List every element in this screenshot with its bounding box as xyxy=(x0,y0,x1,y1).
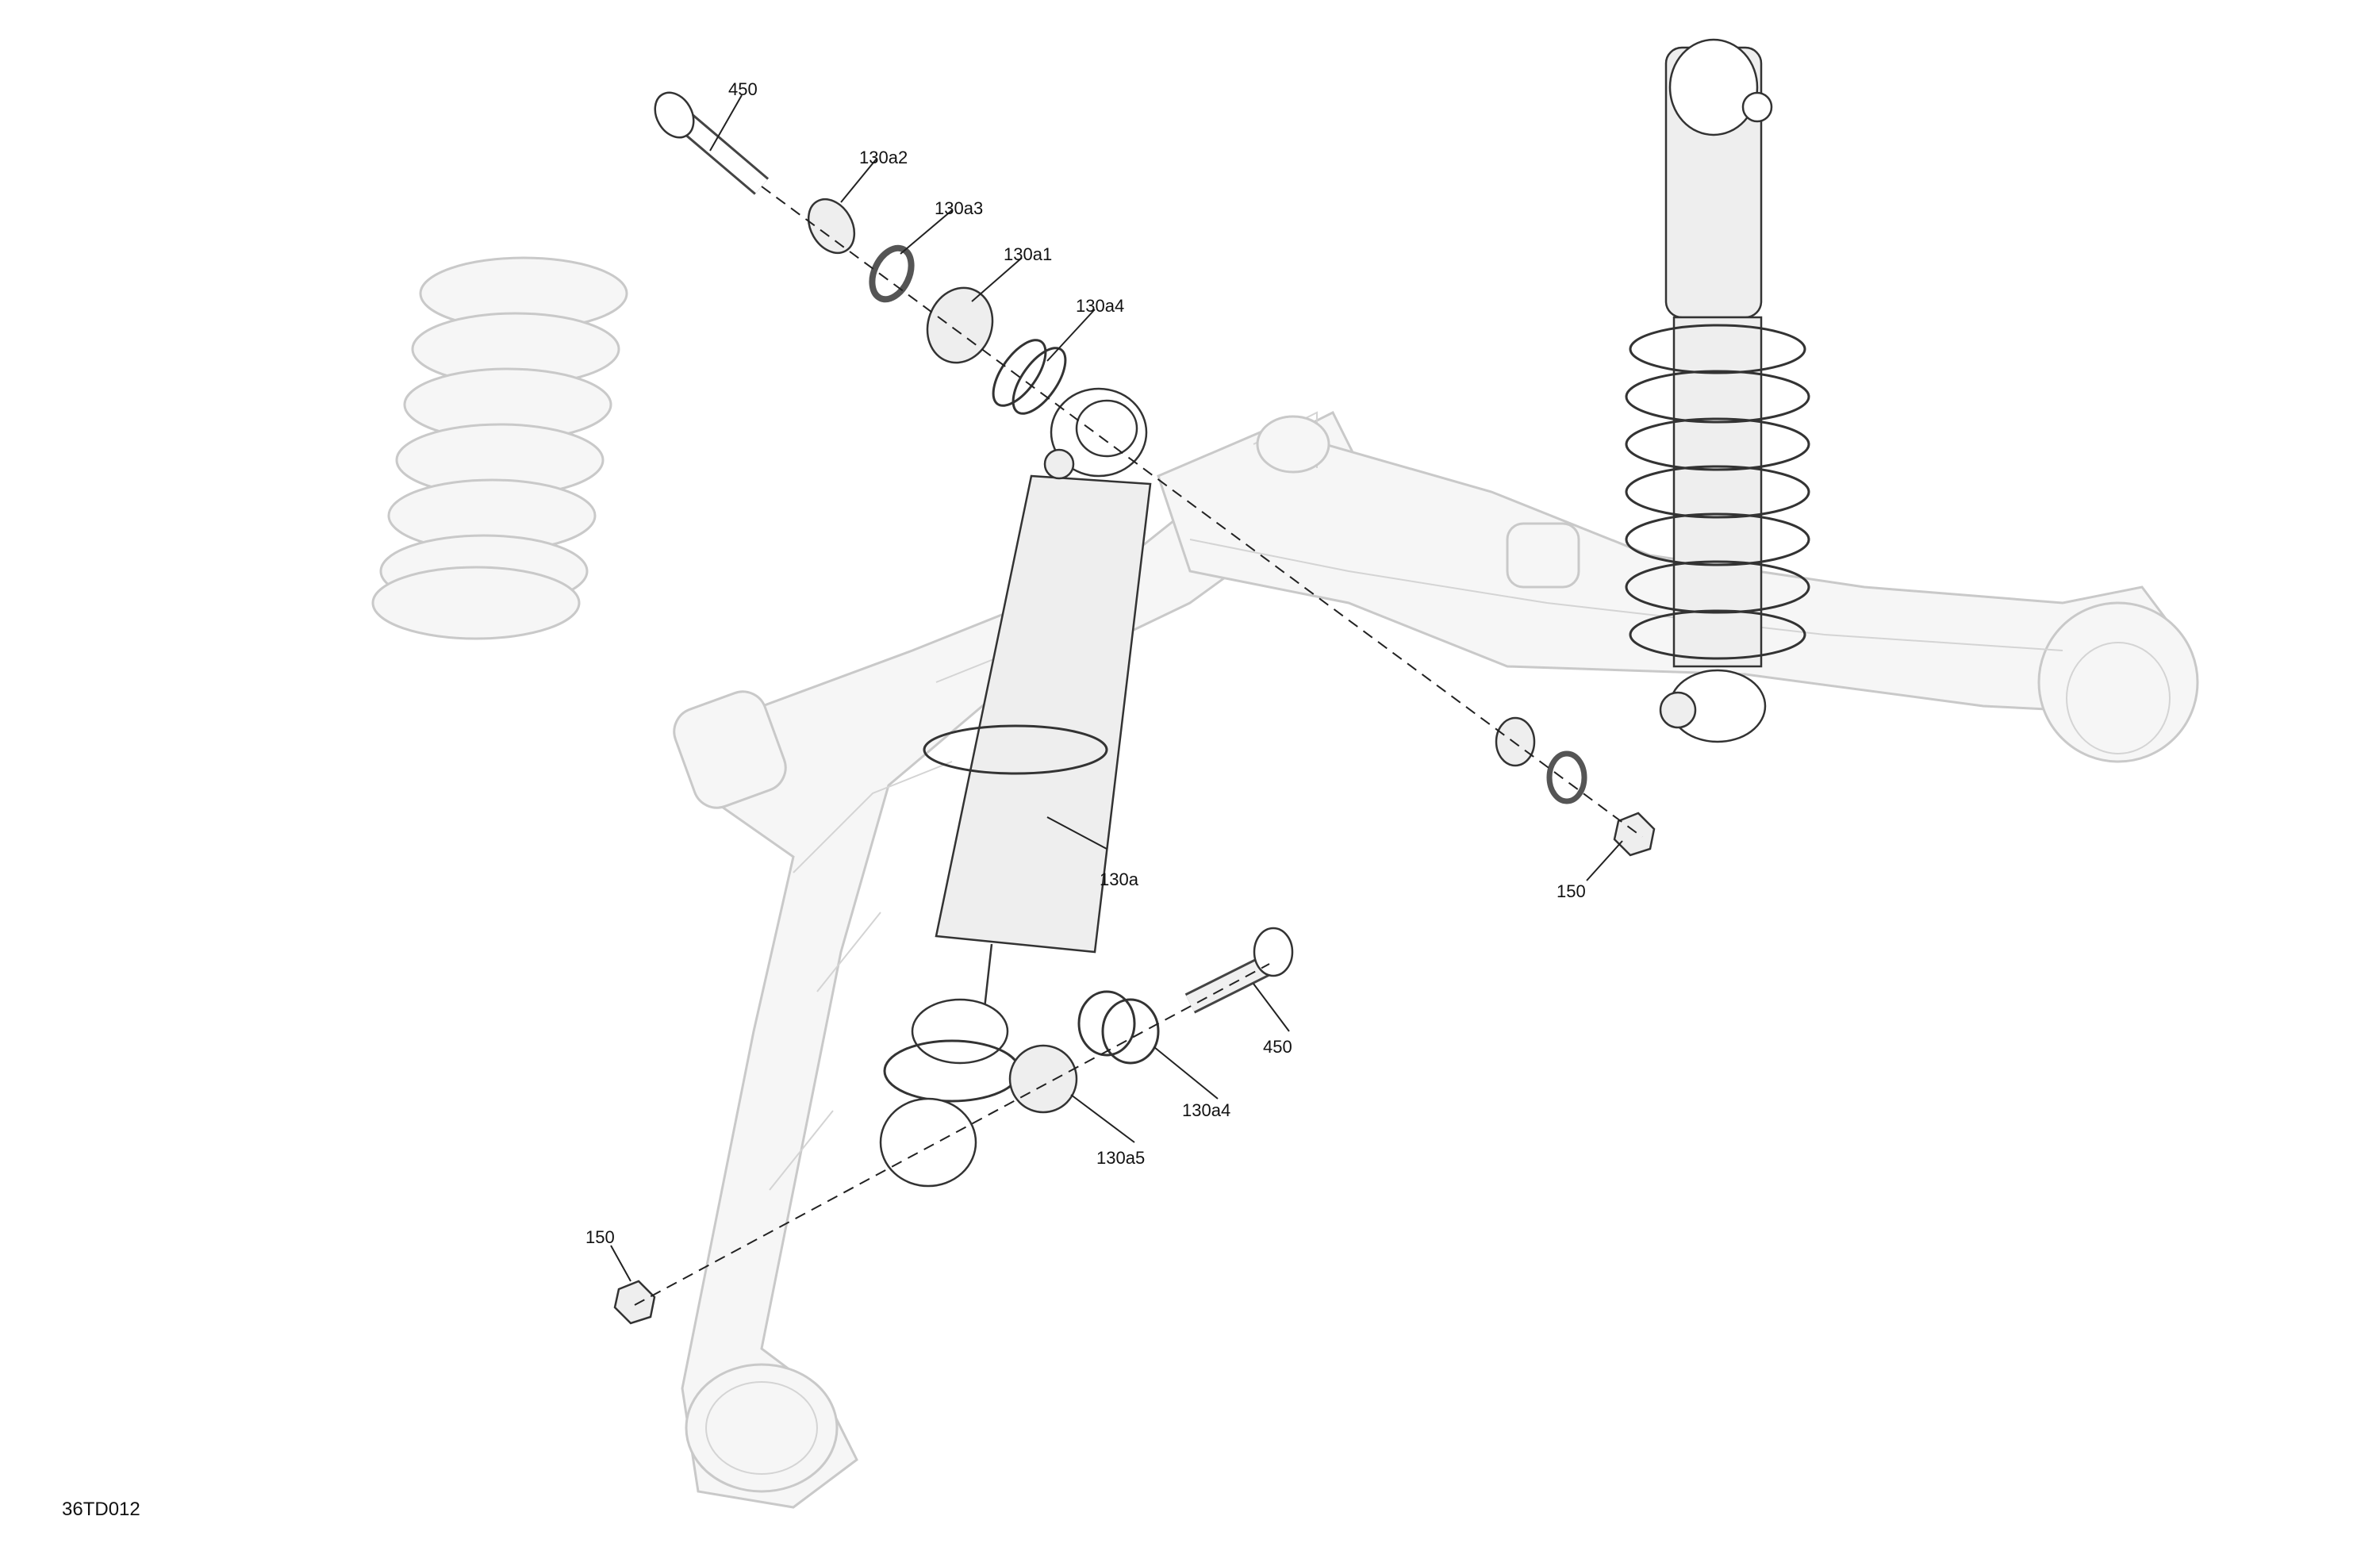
callout-130a2: 130a2 xyxy=(859,148,908,167)
callout-130a: 130a xyxy=(1100,869,1139,889)
bushing-130a2 xyxy=(807,198,856,255)
callout-130a1: 130a1 xyxy=(1004,244,1052,264)
lower-a-arm-ghost xyxy=(673,410,1366,1509)
bearing-130a1 xyxy=(926,286,994,364)
bearing-130a5 xyxy=(1008,1044,1078,1114)
clip-130a4-lower xyxy=(1077,990,1160,1065)
clip-130a4-top xyxy=(992,339,1067,415)
leader-lines xyxy=(610,94,1623,1282)
assembly-axes xyxy=(634,186,1643,1306)
bushing-right xyxy=(1495,716,1536,767)
bolt-450-lower xyxy=(1184,927,1294,1014)
washer-right xyxy=(1546,750,1587,804)
diagram-code: 36TD012 xyxy=(62,1499,140,1520)
shock-absorber-130a xyxy=(879,387,1152,1188)
callout-130a3: 130a3 xyxy=(935,198,983,218)
nut-150-right xyxy=(1613,812,1656,857)
callout-130a5: 130a5 xyxy=(1096,1148,1145,1168)
callout-150-left: 150 xyxy=(585,1227,615,1247)
coil-spring xyxy=(371,256,628,640)
bolt-450-top xyxy=(654,91,770,195)
callout-150-right: 150 xyxy=(1557,881,1586,901)
nut-150-left xyxy=(613,1280,656,1325)
callout-130a4-lower: 130a4 xyxy=(1182,1100,1230,1120)
assembled-shock xyxy=(1625,38,1810,743)
callout-450-lower: 450 xyxy=(1263,1037,1292,1057)
washer-130a3 xyxy=(869,244,915,303)
callout-130a4-top: 130a4 xyxy=(1076,296,1124,316)
callout-450-top: 450 xyxy=(728,79,758,99)
